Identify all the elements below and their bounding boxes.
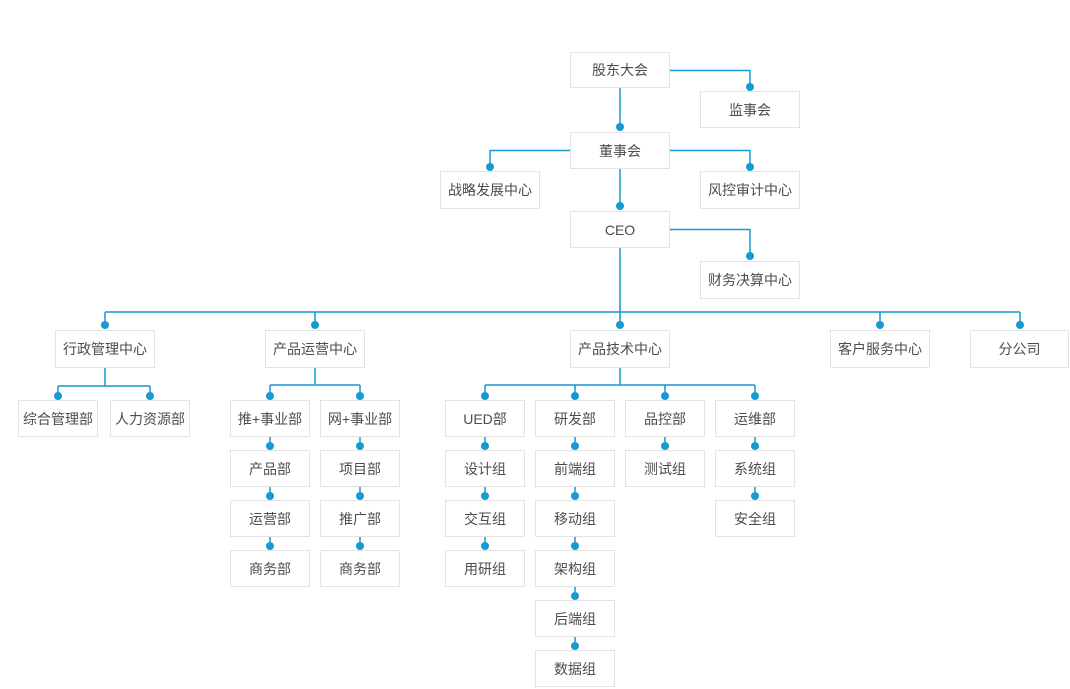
org-node-architecture-team: 架构组 [535, 550, 615, 587]
org-node-promotion-dept: 推广部 [320, 500, 400, 537]
org-node-user-research-team: 用研组 [445, 550, 525, 587]
org-node-mobile-team: 移动组 [535, 500, 615, 537]
connector-project-dept-promotion-dept [356, 487, 364, 500]
org-node-testing-team: 测试组 [625, 450, 705, 487]
connector-devops-dept-system-team [751, 437, 759, 450]
connector-wang-div-project-dept [356, 437, 364, 450]
connector-admin-center-children [54, 368, 154, 400]
org-node-interaction-team: 交互组 [445, 500, 525, 537]
connector-promotion-dept-business-dept-wang [356, 537, 364, 550]
org-node-ued-dept: UED部 [445, 400, 525, 437]
org-node-strategy: 战略发展中心 [440, 171, 540, 209]
org-node-system-team: 系统组 [715, 450, 795, 487]
connector-architecture-team-backend-team [571, 587, 579, 600]
connector-design-team-interaction-team [481, 487, 489, 500]
connector-frontend-team-mobile-team [571, 487, 579, 500]
org-node-wang-div: 网+事业部 [320, 400, 400, 437]
org-node-tui-div: 推+事业部 [230, 400, 310, 437]
org-node-admin-center: 行政管理中心 [55, 330, 155, 368]
org-node-risk-audit: 风控审计中心 [700, 171, 800, 209]
connector-shareholders-board [616, 88, 624, 131]
org-node-product-dept: 产品部 [230, 450, 310, 487]
connector-rd-dept-frontend-team [571, 437, 579, 450]
connector-ceo-finance [670, 228, 754, 260]
org-node-hr: 人力资源部 [110, 400, 190, 437]
org-node-supervisory: 监事会 [700, 91, 800, 128]
connector-shareholders-supervisory [670, 69, 754, 91]
connector-ops-center-children [266, 368, 364, 400]
connector-board-strategy [486, 149, 570, 171]
org-node-business-dept-tui: 商务部 [230, 550, 310, 587]
connector-product-dept-operations-dept [266, 487, 274, 500]
connector-tech-center-children [481, 368, 759, 400]
org-node-project-dept: 项目部 [320, 450, 400, 487]
org-node-general-admin: 综合管理部 [18, 400, 98, 437]
org-node-data-team: 数据组 [535, 650, 615, 687]
org-node-business-dept-wang: 商务部 [320, 550, 400, 587]
org-node-ops-center: 产品运营中心 [265, 330, 365, 368]
connector-ceo-divisions-trunk [101, 248, 1024, 329]
org-node-tech-center: 产品技术中心 [570, 330, 670, 368]
org-node-frontend-team: 前端组 [535, 450, 615, 487]
org-node-service-center: 客户服务中心 [830, 330, 930, 368]
connector-board-ceo [616, 169, 624, 210]
connector-ued-dept-design-team [481, 437, 489, 450]
connector-board-risk-audit [670, 149, 754, 171]
org-node-branch: 分公司 [970, 330, 1069, 368]
org-node-backend-team: 后端组 [535, 600, 615, 637]
connector-operations-dept-business-dept-tui [266, 537, 274, 550]
org-node-board: 董事会 [570, 132, 670, 169]
connector-interaction-team-user-research-team [481, 537, 489, 550]
connector-system-team-security-team [751, 487, 759, 500]
org-node-operations-dept: 运营部 [230, 500, 310, 537]
org-node-rd-dept: 研发部 [535, 400, 615, 437]
org-node-security-team: 安全组 [715, 500, 795, 537]
connector-tui-div-product-dept [266, 437, 274, 450]
org-node-qc-dept: 品控部 [625, 400, 705, 437]
org-node-finance: 财务决算中心 [700, 261, 800, 299]
connector-backend-team-data-team [571, 637, 579, 650]
org-node-shareholders: 股东大会 [570, 52, 670, 88]
org-node-design-team: 设计组 [445, 450, 525, 487]
connector-qc-dept-testing-team [661, 437, 669, 450]
org-node-ceo: CEO [570, 211, 670, 248]
org-node-devops-dept: 运维部 [715, 400, 795, 437]
connector-mobile-team-architecture-team [571, 537, 579, 550]
